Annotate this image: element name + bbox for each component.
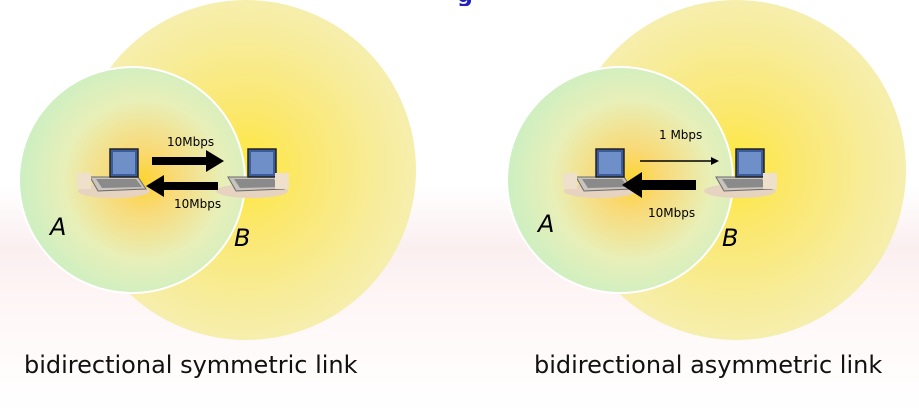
laptop-icon (563, 148, 636, 198)
arrow-a-to-b (152, 150, 224, 172)
arrow-b-to-a (146, 175, 218, 197)
laptop-icon (77, 148, 150, 198)
arrow-b-to-a (622, 172, 696, 198)
laptop-icon (704, 148, 777, 198)
slide-title-fragment: g (410, 0, 520, 6)
node-b-label: B (234, 224, 251, 252)
thin-arrow-a-to-b (640, 157, 719, 165)
rate-label-a-to-b: 1 Mbps (659, 128, 703, 142)
asymmetric-link-panel: 1 Mbps 10Mbps A B bidirectional asymmetr… (460, 0, 919, 413)
symmetric-link-panel: 10Mbps 10Mbps A B bidirectional symmetri… (0, 0, 459, 413)
laptop-icon (216, 148, 289, 198)
rate-label-b-to-a: 10Mbps (174, 197, 222, 211)
node-a-label: A (538, 210, 555, 238)
rate-label-b-to-a: 10Mbps (648, 206, 696, 220)
link-arrows (146, 150, 224, 197)
node-a-label: A (50, 213, 67, 241)
node-b-label: B (722, 224, 739, 252)
link-arrows (622, 157, 719, 198)
caption-symmetric: bidirectional symmetric link (24, 351, 358, 379)
rate-label-a-to-b: 10Mbps (167, 135, 215, 149)
caption-asymmetric: bidirectional asymmetric link (534, 351, 883, 379)
